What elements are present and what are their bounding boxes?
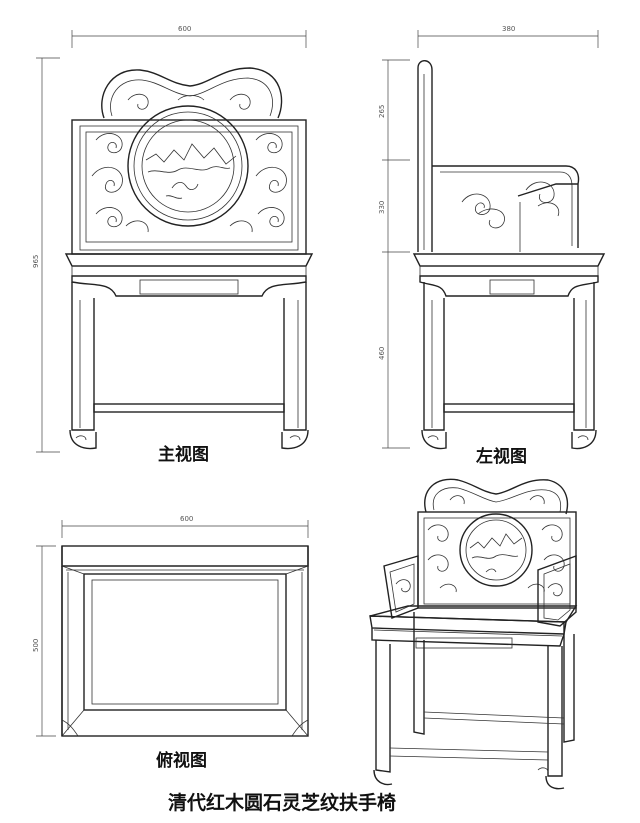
back-upper-label: 265 <box>378 105 386 118</box>
left-view: 380 265 330 460 <box>378 25 606 450</box>
front-width-label: 600 <box>178 25 191 33</box>
left-height-dimensions: 265 330 460 <box>378 59 410 449</box>
seat-height-label: 460 <box>378 347 386 360</box>
left-view-label: 左视图 <box>476 447 527 467</box>
top-width-dimension: 600 <box>61 515 309 538</box>
top-view: 600 500 <box>32 515 309 737</box>
perspective-view <box>369 478 578 790</box>
front-height-dimension: 965 <box>32 57 60 453</box>
drawing-title: 清代红木圆石灵芝纹扶手椅 <box>168 792 397 814</box>
left-depth-label: 380 <box>502 25 515 33</box>
back-lower-label: 330 <box>378 201 386 214</box>
front-view-label: 主视图 <box>158 445 209 465</box>
top-depth-dimension: 500 <box>32 545 56 737</box>
top-depth-label: 500 <box>32 639 40 652</box>
front-height-label: 965 <box>32 255 40 268</box>
front-view: 600 965 <box>32 25 314 453</box>
front-width-dimension: 600 <box>71 25 307 48</box>
top-width-label: 600 <box>180 515 193 523</box>
top-view-label: 俯视图 <box>156 751 207 771</box>
left-depth-dimension: 380 <box>417 25 599 48</box>
